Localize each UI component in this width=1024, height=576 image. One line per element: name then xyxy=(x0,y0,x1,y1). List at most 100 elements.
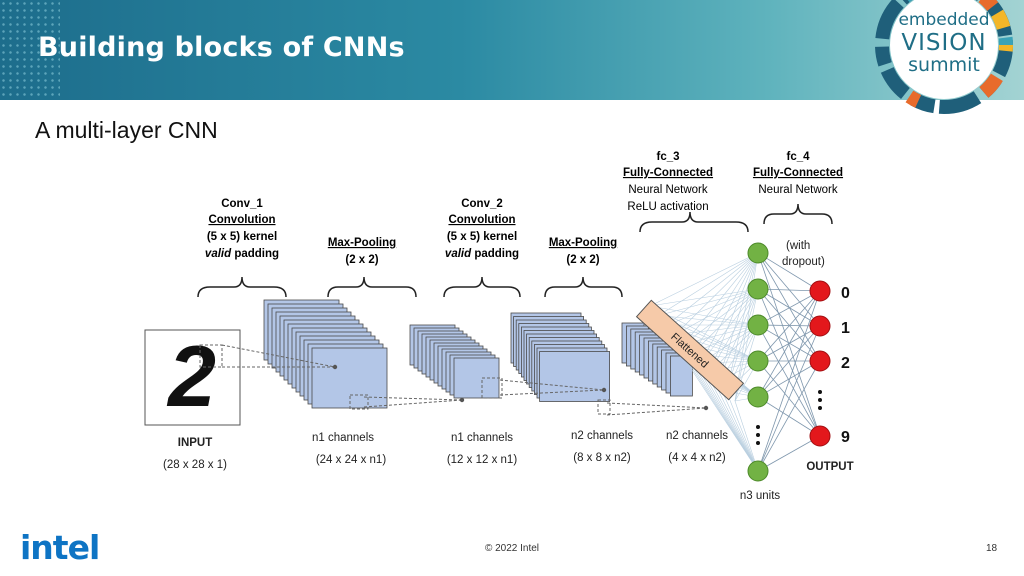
input-digit: 2 xyxy=(166,329,216,425)
hidden-to-output-edge xyxy=(757,290,821,398)
logo-text-line1: embedded xyxy=(898,10,990,30)
flatten-to-hidden-edge xyxy=(734,252,759,402)
flatten-to-hidden-edge xyxy=(717,381,759,472)
stage-conv2-padding-rest: padding xyxy=(471,248,519,260)
bottom-labels: INPUT (28 x 28 x 1) n1 channels (24 x 24… xyxy=(163,430,854,502)
flatten-to-hidden-edge xyxy=(658,252,759,316)
output-layer-nodes xyxy=(809,280,831,447)
flattened-bar xyxy=(635,299,745,401)
flatten-to-hidden-edge xyxy=(726,391,759,472)
slide-title: Building blocks of CNNs xyxy=(38,32,405,63)
flatten-to-hidden-edge xyxy=(683,252,759,345)
stage-pool1-label: Max-Pooling (2 x 2) xyxy=(328,237,396,266)
input-dims: (28 x 28 x 1) xyxy=(163,459,227,471)
hidden-to-output-edge xyxy=(757,435,821,472)
stage-conv2-padding: valid padding xyxy=(445,248,519,260)
brace-conv2 xyxy=(443,276,521,298)
stage-conv1-label: Conv_1 Convolution (5 x 5) kernel valid … xyxy=(205,198,279,260)
conv2-window xyxy=(481,377,503,399)
stage-conv2-type: Convolution xyxy=(448,214,515,226)
hidden-to-output-edge xyxy=(757,288,821,437)
vol1-dims: (24 x 24 x n1) xyxy=(316,454,386,466)
output-digit-labels: 0 1 2 9 xyxy=(841,285,850,446)
logo-ring-icon xyxy=(875,0,1013,114)
output-node xyxy=(809,350,831,372)
stage-fc3-desc: Neural Network xyxy=(628,184,707,196)
feature-map-stacks xyxy=(263,299,693,409)
stage-fc4-name: fc_4 xyxy=(786,151,810,163)
brace-pool2 xyxy=(544,276,623,298)
stage-conv1-type: Convolution xyxy=(208,214,275,226)
stage-fc4-label: fc_4 Fully-Connected Neural Network xyxy=(753,151,843,196)
stage-fc4-desc: Neural Network xyxy=(758,184,837,196)
stage-conv2-name: Conv_2 xyxy=(461,198,503,210)
output-digit-2: 2 xyxy=(841,355,850,372)
flatten-to-hidden-edge xyxy=(700,252,759,364)
hidden-to-output-edge xyxy=(757,252,821,362)
hidden-to-output-edge xyxy=(757,252,821,327)
input-label: INPUT xyxy=(178,437,213,449)
hidden-ellipsis xyxy=(756,425,760,445)
vol2-dims: (12 x 12 x n1) xyxy=(447,454,517,466)
pool1-stack xyxy=(409,324,500,399)
output-digit-9: 9 xyxy=(841,429,850,446)
hidden-to-output-edge xyxy=(757,325,821,472)
brace-fc4 xyxy=(763,203,833,225)
flatten-to-hidden-edge xyxy=(649,305,759,326)
vol4-label: n2 channels xyxy=(666,430,728,442)
hidden-node xyxy=(747,242,769,264)
hidden-node xyxy=(747,386,769,408)
stage-fc3-type: Fully-Connected xyxy=(623,167,713,179)
hidden-units-label: n3 units xyxy=(740,490,781,502)
flatten-to-hidden-edge xyxy=(666,288,759,326)
flatten-to-hidden-edge xyxy=(649,288,759,307)
conv1-stack xyxy=(263,299,388,409)
stage-conv1-kernel: (5 x 5) kernel xyxy=(207,231,277,243)
stage-conv1-padding-rest: padding xyxy=(231,248,279,260)
vol1-label: n1 channels xyxy=(312,432,374,444)
pool1-stack-layer xyxy=(453,357,500,399)
hidden-node xyxy=(747,350,769,372)
stage-pool2-type: Max-Pooling xyxy=(549,237,617,249)
stage-conv2-kernel: (5 x 5) kernel xyxy=(447,231,517,243)
stage-pool1-type: Max-Pooling xyxy=(328,237,396,249)
input-receptive-field xyxy=(199,344,223,368)
brace-pool1 xyxy=(327,276,417,298)
dropout-note-line1: (with xyxy=(786,240,810,252)
stage-fc3-label: fc_3 Fully-Connected Neural Network ReLU… xyxy=(623,151,713,213)
hidden-layer-nodes xyxy=(747,242,769,482)
vol3-label: n2 channels xyxy=(571,430,633,442)
flatten-to-hidden-edge xyxy=(666,252,759,326)
flatten-to-hidden-edge xyxy=(675,252,759,335)
hidden-to-output-edge xyxy=(757,325,821,398)
flatten-to-hidden-edge xyxy=(734,400,759,472)
output-ellipsis xyxy=(818,390,822,410)
stage-conv1-padding: valid padding xyxy=(205,248,279,260)
flattened-vector: Flattened xyxy=(635,299,745,401)
stage-conv1-name: Conv_1 xyxy=(221,198,263,210)
hidden-to-output-edge xyxy=(757,252,821,292)
conv1-point xyxy=(332,364,338,370)
flatten-to-hidden-edge xyxy=(700,288,759,364)
pool2-point xyxy=(703,405,709,411)
conv2-point xyxy=(601,387,607,393)
stage-conv2-padding-italic: valid xyxy=(445,248,472,260)
hidden-to-output-edge xyxy=(757,360,821,398)
brace-conv1 xyxy=(197,276,287,298)
logo-text-line2: VISION xyxy=(901,30,987,56)
flatten-to-hidden-edge xyxy=(692,252,759,354)
stage-fc4-type: Fully-Connected xyxy=(753,167,843,179)
hidden-node xyxy=(747,278,769,300)
conv2-stack xyxy=(510,312,610,402)
projection-lines xyxy=(221,344,707,416)
flatten-to-hidden-edge xyxy=(726,252,759,392)
output-node xyxy=(809,425,831,447)
header-dot-pattern xyxy=(0,0,60,100)
hidden-to-output-edge xyxy=(757,288,821,362)
brace-fc3 xyxy=(639,211,749,233)
output-node xyxy=(809,315,831,337)
flatten-to-hidden-edge xyxy=(683,288,759,345)
pool1-window xyxy=(349,394,369,410)
hidden-to-output-edge xyxy=(757,324,821,362)
